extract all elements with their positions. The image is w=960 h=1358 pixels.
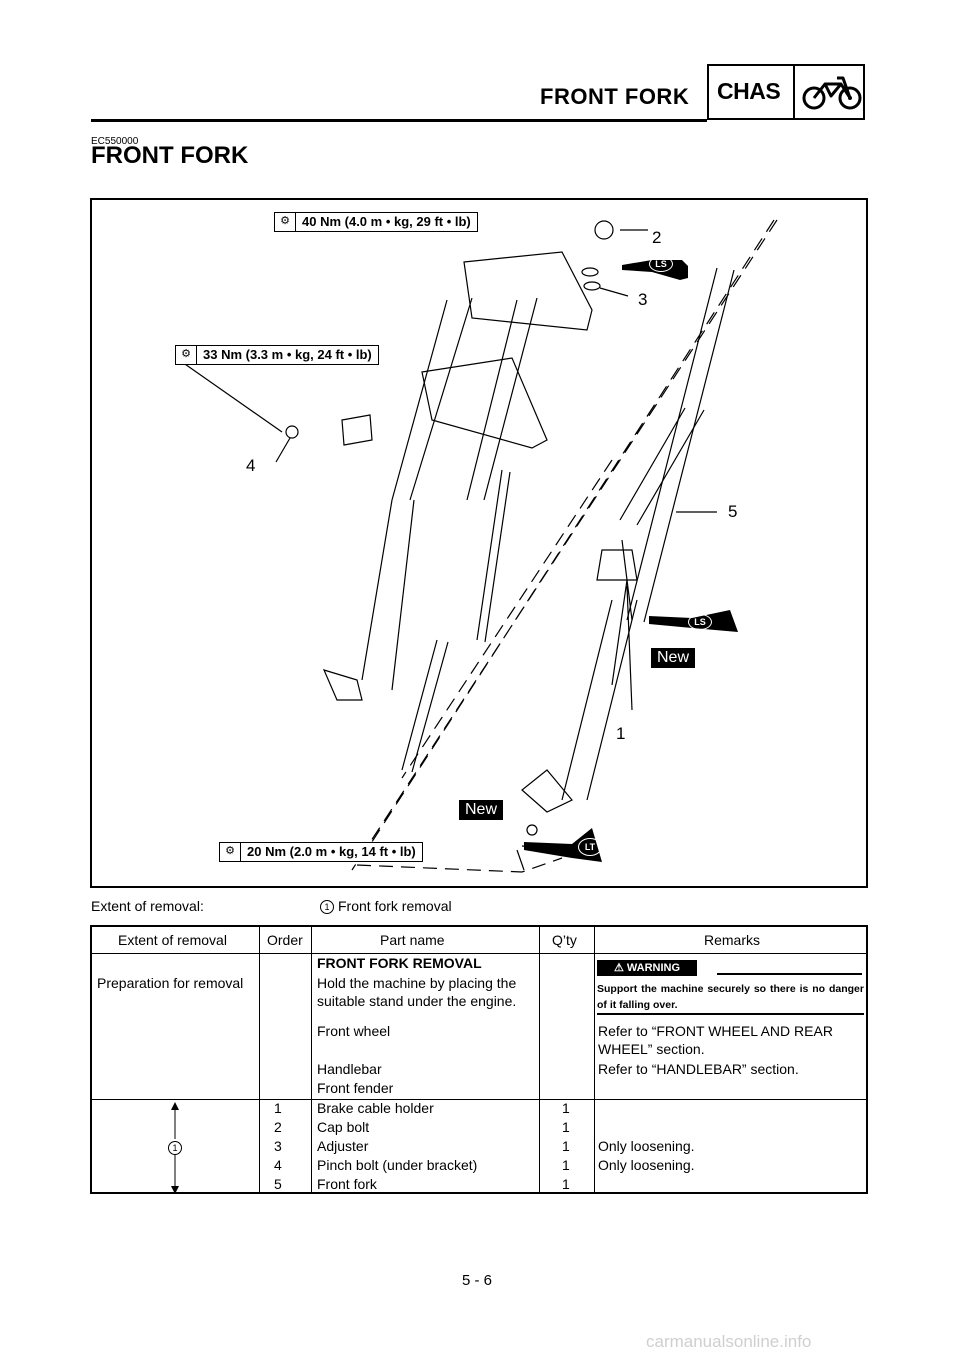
prep-extent: Preparation for removal bbox=[97, 975, 244, 991]
motorcycle-icon bbox=[802, 76, 862, 110]
extent-value: 1 Front fork removal bbox=[320, 898, 452, 915]
table-row: 3 Adjuster 1 Only loosening. bbox=[92, 1138, 866, 1157]
new-part-tag: New bbox=[459, 800, 504, 820]
torque-wrench-icon: ⚙ bbox=[220, 843, 241, 861]
range-marker: 1 bbox=[168, 1139, 186, 1156]
row-qty: 1 bbox=[562, 1157, 570, 1173]
torque-spec-top: ⚙ 40 Nm (4.0 m • kg, 29 ft • lb) bbox=[274, 212, 478, 232]
header-qty: Q’ty bbox=[552, 932, 577, 948]
header-order: Order bbox=[267, 932, 303, 948]
prep-hold-line2: suitable stand under the engine. bbox=[317, 993, 517, 1009]
torque-wrench-icon: ⚙ bbox=[176, 346, 197, 364]
ls-lubricant-badge: LS bbox=[688, 614, 712, 630]
table-row: 1 Brake cable holder 1 bbox=[92, 1100, 866, 1119]
warning-icon: ⚠ bbox=[613, 962, 627, 974]
row-qty: 1 bbox=[562, 1119, 570, 1135]
torque-spec-bottom: ⚙ 20 Nm (2.0 m • kg, 14 ft • lb) bbox=[219, 842, 423, 862]
row-part: Cap bolt bbox=[317, 1119, 370, 1135]
circled-number-1: 1 bbox=[320, 900, 334, 915]
page-number: 5 - 6 bbox=[462, 1272, 493, 1289]
row-order: 5 bbox=[274, 1176, 282, 1192]
row-remark: Only loosening. bbox=[598, 1157, 695, 1173]
row-qty: 1 bbox=[562, 1138, 570, 1154]
callout-4: 4 bbox=[246, 456, 256, 475]
part-front-fender: Front fender bbox=[317, 1080, 394, 1096]
callout-3: 3 bbox=[638, 290, 648, 309]
page-title: FRONT FORK bbox=[91, 142, 249, 169]
circled-number-1: 1 bbox=[168, 1141, 182, 1156]
header-part-name: Part name bbox=[380, 932, 445, 948]
row-part: Front fork bbox=[317, 1176, 377, 1192]
row-order: 1 bbox=[274, 1100, 282, 1116]
callout-2: 2 bbox=[652, 228, 662, 247]
ls-lubricant-badge: LS bbox=[649, 256, 673, 272]
removal-table: Extent of removal Order Part name Q’ty R… bbox=[90, 925, 868, 1194]
row-order: 2 bbox=[274, 1119, 282, 1135]
row-order: 4 bbox=[274, 1157, 282, 1173]
torque-spec-mid: ⚙ 33 Nm (3.3 m • kg, 24 ft • lb) bbox=[175, 345, 379, 365]
torque-value: 40 Nm (4.0 m • kg, 29 ft • lb) bbox=[302, 214, 471, 229]
remark-front-wheel-1: Refer to “FRONT WHEEL AND REAR bbox=[598, 1023, 833, 1039]
fork-illustration bbox=[181, 219, 778, 873]
header-rule bbox=[91, 119, 707, 122]
header-remarks: Remarks bbox=[704, 932, 761, 948]
chas-label: CHAS bbox=[717, 78, 781, 104]
chas-divider bbox=[793, 66, 795, 118]
header-extent: Extent of removal bbox=[118, 932, 227, 948]
row-part: Pinch bolt (under bracket) bbox=[317, 1157, 478, 1173]
part-handlebar: Handlebar bbox=[317, 1061, 382, 1077]
torque-wrench-icon: ⚙ bbox=[275, 213, 296, 231]
row-qty: 1 bbox=[562, 1176, 570, 1192]
callout-1: 1 bbox=[616, 724, 626, 743]
new-part-tag: New bbox=[651, 648, 696, 668]
prep-heading: FRONT FORK REMOVAL bbox=[317, 955, 482, 971]
watermark: carmanualsonline.info bbox=[646, 1332, 812, 1351]
section-title: FRONT FORK bbox=[540, 84, 690, 109]
warning-text: Support the machine securely so there is… bbox=[597, 983, 864, 1011]
extent-label: Extent of removal: bbox=[91, 898, 204, 914]
torque-value: 20 Nm (2.0 m • kg, 14 ft • lb) bbox=[247, 844, 416, 859]
section-code: EC550000 bbox=[91, 136, 139, 147]
exploded-diagram: ⚙ 40 Nm (4.0 m • kg, 29 ft • lb) ⚙ 33 Nm (… bbox=[90, 198, 868, 888]
row-part: Adjuster bbox=[317, 1138, 369, 1154]
table-row: 2 Cap bolt 1 bbox=[92, 1119, 866, 1138]
warning-badge: ⚠ WARNING bbox=[597, 960, 697, 976]
chas-badge: CHAS bbox=[707, 64, 865, 120]
lt-locktite-badge: LT bbox=[578, 838, 602, 856]
remark-handlebar: Refer to “HANDLEBAR” section. bbox=[598, 1061, 799, 1077]
warning-bottom-rule bbox=[597, 1013, 864, 1015]
remark-front-wheel-2: WHEEL” section. bbox=[598, 1041, 705, 1057]
row-remark: Only loosening. bbox=[598, 1138, 695, 1154]
table-row: 4 Pinch bolt (under bracket) 1 Only loos… bbox=[92, 1157, 866, 1176]
prep-hold-line1: Hold the machine by placing the bbox=[317, 975, 517, 991]
table-row: 5 Front fork 1 bbox=[92, 1176, 866, 1195]
torque-value: 33 Nm (3.3 m • kg, 24 ft • lb) bbox=[203, 347, 372, 362]
row-part: Brake cable holder bbox=[317, 1100, 434, 1116]
row-order: 3 bbox=[274, 1138, 282, 1154]
callout-5: 5 bbox=[728, 502, 738, 521]
extent-text: Front fork removal bbox=[338, 898, 452, 914]
row-qty: 1 bbox=[562, 1100, 570, 1116]
warning-rule bbox=[717, 973, 862, 975]
warning-label: WARNING bbox=[626, 962, 681, 974]
part-front-wheel: Front wheel bbox=[317, 1023, 391, 1039]
